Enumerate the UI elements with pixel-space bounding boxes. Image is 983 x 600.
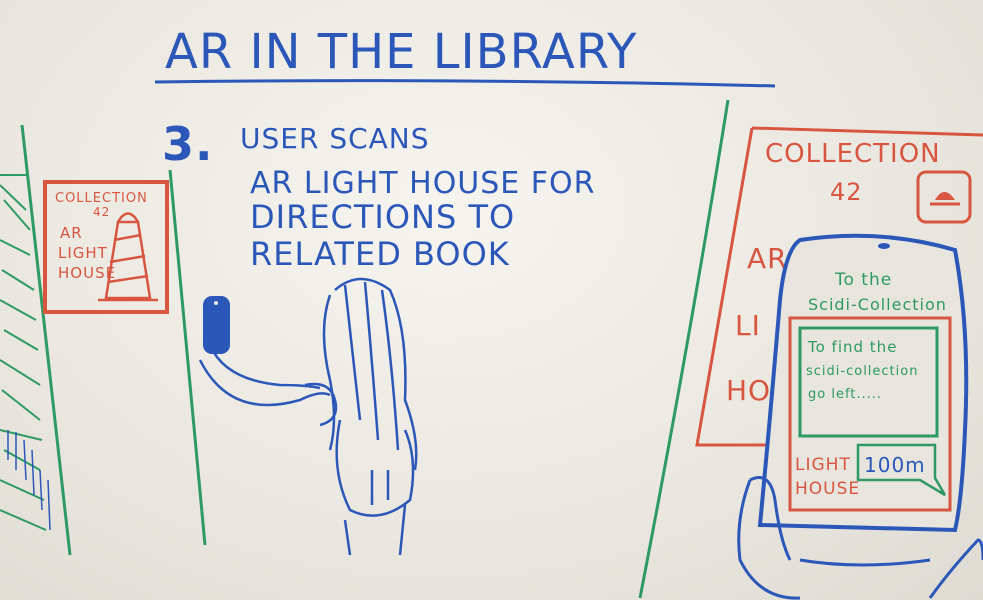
title-underline — [154, 79, 776, 88]
phone-message-line-3: go left..... — [808, 387, 882, 402]
phone-large: To the Scidi-Collection To find the scid… — [757, 233, 969, 533]
board-title: AR IN THE LIBRARY — [165, 24, 637, 80]
poster-left-number: 42 — [93, 205, 110, 219]
poster-left-title: COLLECTION — [55, 191, 148, 206]
phone-message-box — [798, 326, 939, 438]
step-line-4: RELATED BOOK — [250, 235, 510, 273]
phone-small-icon — [203, 296, 230, 354]
poster-left-line-1: AR — [60, 224, 83, 242]
person-drawing — [198, 277, 418, 556]
phone-header-line-1: To the — [834, 270, 892, 290]
step-number: 3. — [162, 117, 213, 171]
phone-message-line-1: To find the — [807, 338, 897, 356]
books-icon — [0, 174, 47, 531]
poster-right-title: COLLECTION — [765, 139, 941, 169]
lighthouse-top-icon — [916, 170, 972, 224]
poster-left-line-3: HOUSE — [58, 264, 116, 282]
step-line-3: DIRECTIONS TO — [250, 198, 515, 236]
phone-camera-icon — [878, 243, 890, 249]
step-line-2: AR LIGHT HOUSE FOR — [250, 166, 596, 201]
phone-red-frame — [788, 316, 952, 512]
poster-right-line-2: LI — [735, 309, 761, 342]
phone-message-line-2: scidi-collection — [806, 364, 918, 379]
phone-label-line-2: HOUSE — [795, 479, 860, 499]
poster-right-line-3: HO — [726, 374, 771, 407]
poster-left-line-2: LIGHT — [58, 244, 108, 262]
poster-right-line-1: AR — [747, 242, 788, 275]
distance-label: 100m — [864, 453, 926, 477]
distance-bubble: 100m — [856, 443, 947, 497]
poster-left: COLLECTION 42 AR LIGHT HOUSE — [43, 180, 169, 314]
step-line-1: USER SCANS — [240, 122, 430, 155]
poster-right: COLLECTION 42 AR LI HO — [695, 126, 983, 447]
poster-right-number: 42 — [830, 178, 863, 206]
bookshelf-lines — [20, 99, 730, 599]
phone-header-line-2: Scidi-Collection — [808, 295, 947, 314]
hand-drawing — [737, 476, 983, 600]
hatching-icon — [7, 430, 51, 531]
phone-label-line-1: LIGHT — [795, 455, 851, 475]
lighthouse-icon — [98, 212, 158, 302]
